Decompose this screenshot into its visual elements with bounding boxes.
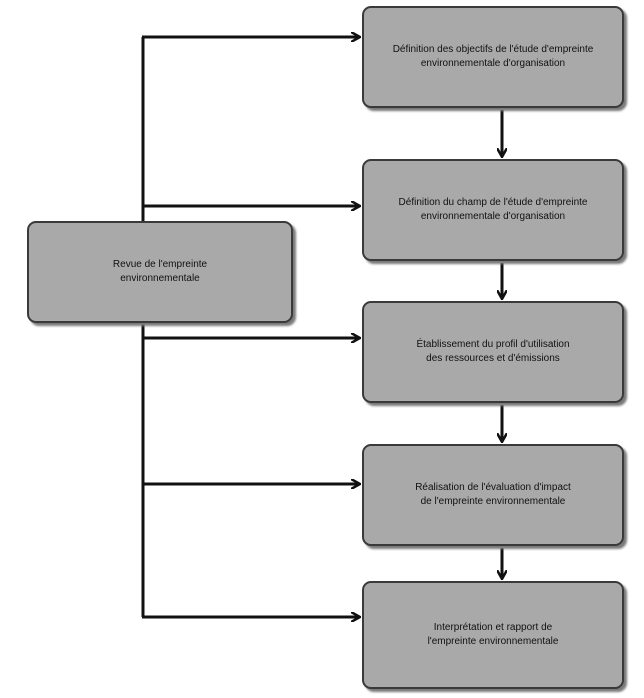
- step-label-line: Établissement du profil d'utilisation: [416, 339, 570, 350]
- step-label-line: Interprétation et rapport de: [433, 622, 553, 633]
- step-box-objectives: Définition des objectifs de l'étude d'em…: [362, 6, 624, 108]
- review-label-line: environnementale: [120, 273, 200, 284]
- step-label-line: environnementale d'organisation: [420, 211, 566, 222]
- step-box-impact-assessment: Réalisation de l'évaluation d'impact de …: [362, 444, 624, 546]
- step-label-line: des ressources et d'émissions: [426, 353, 560, 364]
- step-box-interpretation: Interprétation et rapport de l'empreinte…: [362, 581, 624, 689]
- review-box: Revue de l'empreinte environnementale: [27, 221, 293, 323]
- step-label-line: Définition du champ de l'étude d'emprein…: [398, 197, 588, 208]
- step-label-line: environnementale d'organisation: [420, 58, 566, 69]
- step-label-line: l'empreinte environnementale: [427, 636, 559, 647]
- step-box-scope: Définition du champ de l'étude d'emprein…: [362, 159, 624, 261]
- review-label-line: Revue de l'empreinte: [112, 259, 208, 270]
- step-label-line: Définition des objectifs de l'étude d'em…: [392, 44, 594, 55]
- step-label-line: de l'empreinte environnementale: [420, 496, 566, 507]
- step-label-line: Réalisation de l'évaluation d'impact: [415, 482, 571, 493]
- step-box-resource-profile: Établissement du profil d'utilisation de…: [362, 301, 624, 403]
